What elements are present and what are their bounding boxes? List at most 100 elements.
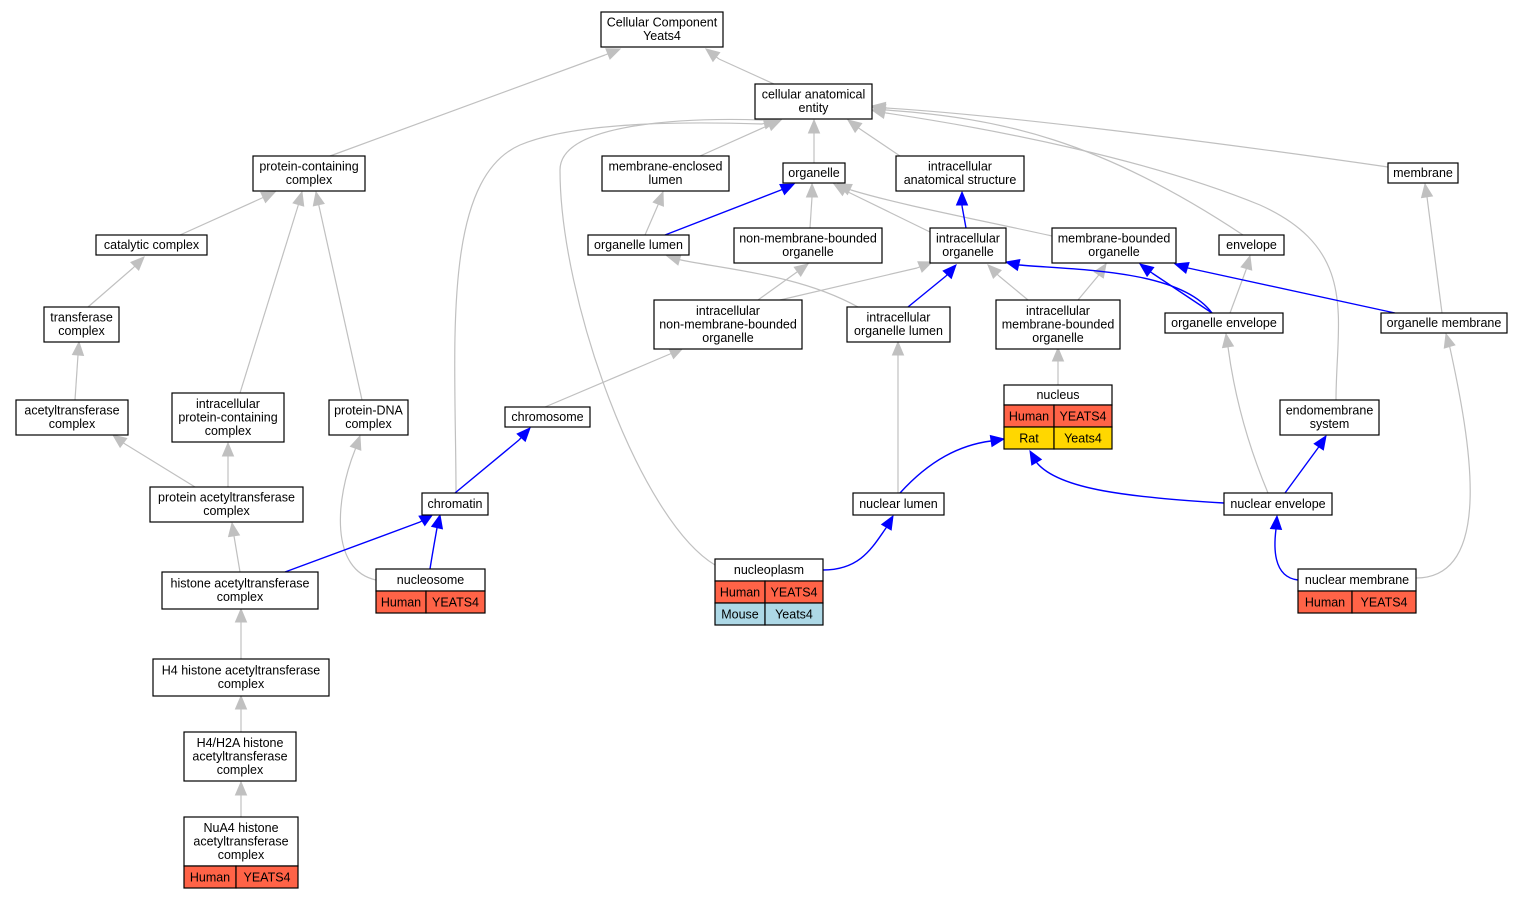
- node-box: [1387, 162, 1459, 184]
- edge-cae-to-root: [704, 48, 775, 85]
- node-label-line: H4/H2A histone: [197, 736, 284, 750]
- node-chrom[interactable]: chromatin: [421, 492, 489, 516]
- node-label-line: intracellular: [928, 160, 992, 174]
- node-om[interactable]: organelle membrane: [1380, 312, 1508, 334]
- gene-symbol: Yeats4: [775, 608, 813, 622]
- arrowhead: [665, 253, 682, 266]
- node-label-line: complex: [58, 324, 105, 338]
- edge-line: [1187, 267, 1396, 314]
- species-name: Human: [190, 871, 230, 885]
- edge-ias-to-cae: [846, 119, 901, 157]
- node-box: [846, 306, 951, 343]
- edge-ol-to-mel: [644, 190, 664, 236]
- node-box: [183, 731, 297, 782]
- node-label-line: protein-DNA: [334, 404, 403, 418]
- node-label-line: complex: [218, 848, 265, 862]
- edge-line: [885, 112, 1340, 401]
- edge-nm-to-om: [1415, 332, 1471, 579]
- arrowhead: [1420, 182, 1434, 199]
- node-label-line: organelle: [702, 331, 753, 345]
- edge-line: [664, 189, 782, 236]
- edge-tc-to-cat: [87, 256, 145, 308]
- arrowhead: [1051, 346, 1065, 362]
- node-label-line: entity: [799, 101, 830, 115]
- edge-line: [318, 205, 363, 401]
- edge-iol-to-ol: [665, 253, 859, 308]
- edge-line-extension: [604, 53, 609, 56]
- node-nl[interactable]: nuclear lumen: [852, 492, 945, 516]
- node-label-line: complex: [205, 424, 252, 438]
- node-label-line: Cellular Component: [607, 16, 718, 30]
- edge-line: [454, 122, 763, 494]
- arrowhead: [349, 434, 362, 451]
- edge-line: [339, 449, 377, 581]
- node-label-line: acetyltransferase: [192, 749, 287, 763]
- edge-pac-to-ac: [111, 434, 196, 488]
- gene-symbol: YEATS4: [243, 871, 290, 885]
- node-label-line: complex: [49, 417, 96, 431]
- node-box: [995, 299, 1121, 350]
- edge-line: [124, 443, 196, 488]
- edge-pdna-to-pcc: [312, 190, 363, 401]
- node-label-line: non-membrane-bounded: [659, 317, 797, 331]
- edge-pcc-to-root: [329, 48, 622, 157]
- node-box: [600, 11, 724, 48]
- edge-line: [179, 197, 263, 236]
- node-nua4[interactable]: NuA4 histoneacetyltransferasecomplexHuma…: [183, 816, 299, 889]
- edge-line: [1426, 196, 1443, 314]
- node-ol[interactable]: organelle lumen: [587, 234, 690, 256]
- edge-line: [1036, 462, 1225, 504]
- node-label-line: complex: [217, 590, 264, 604]
- edge-line: [87, 267, 134, 308]
- edge-cat-to-pcc: [179, 191, 277, 236]
- edge-line: [329, 54, 606, 157]
- arrowhead: [227, 521, 241, 538]
- arrowhead: [1221, 332, 1235, 349]
- node-chr[interactable]: chromosome: [504, 406, 591, 428]
- node-org[interactable]: organelle: [782, 162, 846, 184]
- edge-nucleosome-to-chrom: [429, 513, 444, 570]
- node-label-line: organelle: [782, 245, 833, 259]
- edge-line: [1151, 272, 1213, 314]
- node-box: [929, 227, 1007, 264]
- node-cat[interactable]: catalytic complex: [95, 234, 208, 256]
- edge-line: [284, 521, 421, 573]
- node-mem[interactable]: membrane: [1387, 162, 1459, 184]
- node-label-line: nuclear lumen: [859, 497, 938, 511]
- arrowhead: [805, 182, 819, 198]
- node-oe[interactable]: organelle envelope: [1164, 312, 1284, 334]
- edge-line: [885, 107, 1389, 168]
- edge-line: [779, 267, 918, 301]
- arrowhead: [234, 780, 248, 796]
- node-label-line: cellular anatomical: [762, 88, 866, 102]
- node-box: [1279, 399, 1380, 436]
- node-env[interactable]: envelope: [1218, 234, 1285, 256]
- edge-line: [899, 440, 992, 494]
- node-ne[interactable]: nuclear envelope: [1223, 492, 1333, 516]
- node-label-line: organelle: [788, 166, 839, 180]
- node-inmbo[interactable]: intracellularnon-membrane-boundedorganel…: [653, 299, 803, 350]
